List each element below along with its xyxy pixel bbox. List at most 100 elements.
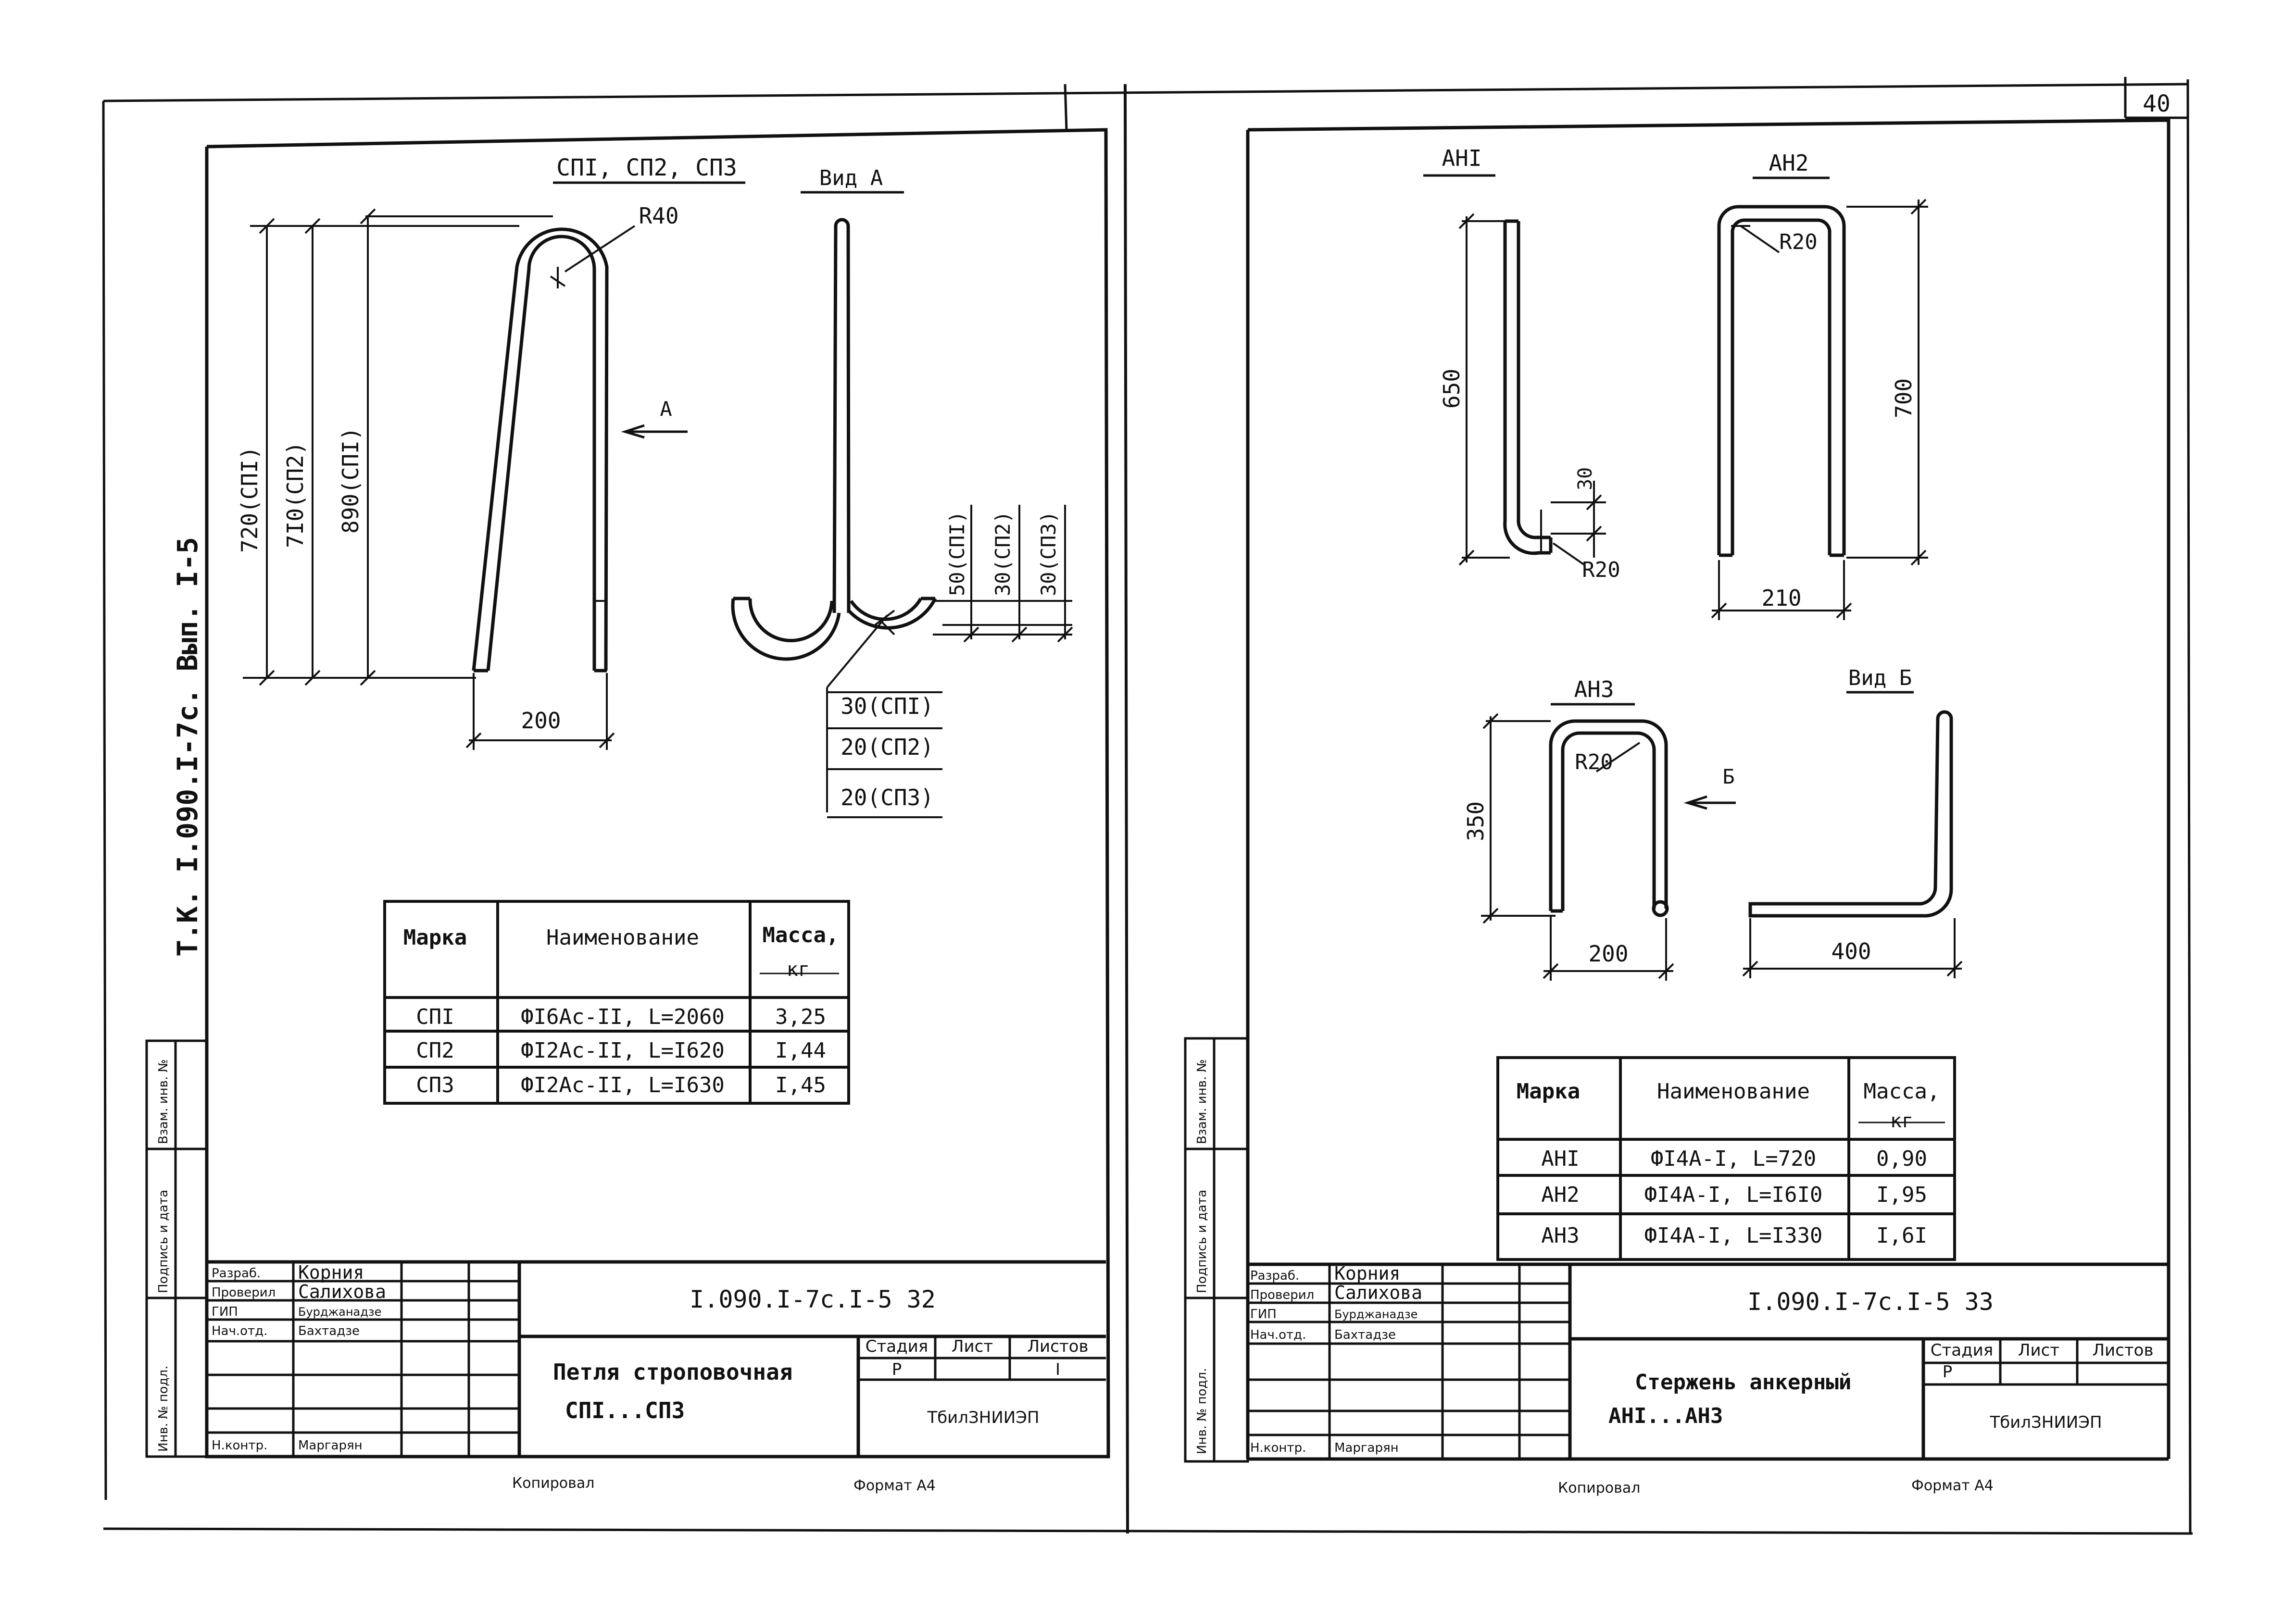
left-name-3: Бахтадзе (298, 1324, 360, 1338)
left-stamp-name2: СПI...СП3 (565, 1397, 685, 1423)
right-sheet-hdr: Лист (2018, 1341, 2059, 1360)
an3-width: 200 (1588, 941, 1628, 967)
left-row1-name: ФI6Ас-II, L=2060 (521, 1005, 725, 1029)
width-dim-200 (465, 673, 615, 750)
an3-drawing (1549, 719, 1669, 917)
right-name-1: Салихова (1334, 1282, 1422, 1303)
right-row1-mass: 0,90 (1876, 1147, 1927, 1171)
right-name-3: Бахтадзе (1334, 1328, 1396, 1342)
right-stage-hdr: Стадия (1931, 1341, 1993, 1360)
radius-label: R40 (639, 203, 678, 229)
right-name-0: Корния (1334, 1263, 1400, 1284)
page-number: 40 (2143, 90, 2171, 117)
left-role-1: Проверил (212, 1285, 276, 1300)
view-b-label: Вид Б (1848, 666, 1912, 690)
right-side-cell-0: Инв. № подл. (1195, 1368, 1209, 1454)
right-spec-table (1496, 1056, 1956, 1261)
an3-dims (1481, 713, 1674, 981)
dim-h2: 7I0(СП2) (282, 441, 308, 548)
right-name-6: Маргарян (1334, 1441, 1399, 1455)
right-footer-left: Копировал (1558, 1480, 1640, 1496)
an3-height: 350 (1463, 801, 1489, 841)
an1-drawing (1503, 219, 1553, 555)
an2-width: 210 (1761, 585, 1801, 611)
left-sheet-title: СПI, СП2, СП3 (556, 154, 737, 181)
left-spec-table (383, 900, 850, 1105)
left-sheets: I (1055, 1360, 1060, 1379)
view-a-label: Вид А (819, 166, 883, 190)
left-name-0: Корния (298, 1262, 364, 1283)
left-table-hdr-name: Наименование (546, 925, 699, 950)
dim-h1: 720(СПI) (237, 446, 263, 553)
view-a-dims (826, 505, 1073, 818)
right-stamp-name2: АНI...АН3 (1608, 1404, 1723, 1428)
dim-r1: 30(СПI) (841, 693, 934, 719)
left-row3-mark: СП3 (416, 1073, 454, 1097)
left-stamp-code: I.090.I-7с.I-5 32 (690, 1285, 936, 1313)
left-sheets-hdr: Листов (1027, 1337, 1088, 1356)
left-name-2: Бурджанадзе (298, 1305, 381, 1319)
left-row3-mass: I,45 (775, 1073, 826, 1097)
right-table-hdr-mass: Масса, (1864, 1079, 1940, 1104)
right-role-3: Нач.отд. (1250, 1328, 1306, 1342)
view-b-dims (1742, 918, 1963, 978)
left-role-6: Н.контр. (212, 1438, 267, 1453)
right-row3-mark: АН3 (1541, 1223, 1579, 1248)
right-row1-mark: АНI (1541, 1147, 1579, 1171)
arrow-a-label: А (660, 397, 672, 421)
dim-h3: 890(СПI) (338, 427, 364, 534)
an3-radius: R20 (1575, 750, 1613, 774)
left-vertical-dims (243, 208, 553, 686)
view-b-drawing (1748, 710, 1953, 918)
arrow-b (1683, 795, 1736, 810)
an3-label: АН3 (1574, 676, 1614, 702)
an2-label: АН2 (1769, 150, 1808, 176)
right-side-cell-1: Подпись и дата (1195, 1190, 1209, 1293)
an2-drawing (1717, 205, 1846, 557)
dim-v3: 30(СП3) (1037, 511, 1060, 596)
arrow-a (621, 424, 688, 439)
left-row1-mass: 3,25 (775, 1005, 826, 1029)
right-side-cell-2: Взам. инв. № (1195, 1059, 1209, 1144)
an2-height: 700 (1891, 378, 1917, 418)
left-stamp-name1: Петля строповочная (553, 1359, 793, 1385)
left-row2-name: ФI2Ас-II, L=I620 (521, 1038, 725, 1063)
left-stage-hdr: Стадия (866, 1337, 928, 1356)
left-side-strip (145, 1039, 208, 1458)
an1-short: 30 (1574, 467, 1596, 490)
right-table-hdr-mark: Марка (1517, 1079, 1580, 1104)
left-org: ТбилЗНИИЭП (927, 1408, 1039, 1427)
right-role-1: Проверил (1250, 1288, 1314, 1302)
left-footer-left: Копировал (512, 1475, 594, 1492)
left-role-2: ГИП (212, 1305, 238, 1319)
left-name-6: Маргарян (298, 1438, 363, 1453)
left-sheet-frame (205, 128, 1110, 1459)
left-row3-name: ФI2Ас-II, L=I630 (521, 1073, 725, 1097)
side-stamp: Т.К. I.090.I-7с. Вып. I-5 (171, 537, 204, 957)
right-stamp-name1: Стержень анкерный (1635, 1370, 1851, 1395)
left-row1-mark: СПI (416, 1005, 454, 1029)
right-side-strip (1184, 1037, 1249, 1463)
right-row2-name: ФI4А-I, L=I6I0 (1644, 1183, 1823, 1207)
left-title-block (207, 1260, 1106, 1457)
right-table-hdr-name: Наименование (1657, 1079, 1810, 1104)
an2-radius: R20 (1779, 230, 1817, 254)
an1-height: 650 (1439, 369, 1465, 409)
left-name-1: Салихова (298, 1281, 386, 1302)
right-title-block (1248, 1262, 2169, 1459)
left-side-cell-0: Инв. № подл. (156, 1366, 171, 1452)
right-role-6: Н.контр. (1250, 1441, 1306, 1455)
right-sheets-hdr: Листов (2092, 1341, 2153, 1360)
an2-dims (1711, 199, 1928, 620)
view-b-width: 400 (1831, 938, 1871, 964)
left-row2-mark: СП2 (416, 1038, 454, 1063)
left-side-cell-2: Взам. инв. № (156, 1059, 171, 1144)
left-table-unit: кг (787, 959, 810, 981)
view-a-drawing (731, 218, 937, 661)
r40-leader (550, 225, 636, 288)
dim-v1: 50(СПI) (945, 511, 969, 596)
left-table-hdr-mass: Масса, (763, 923, 839, 948)
left-table-hdr-mark: Марка (403, 925, 467, 950)
right-row2-mark: АН2 (1541, 1183, 1579, 1207)
